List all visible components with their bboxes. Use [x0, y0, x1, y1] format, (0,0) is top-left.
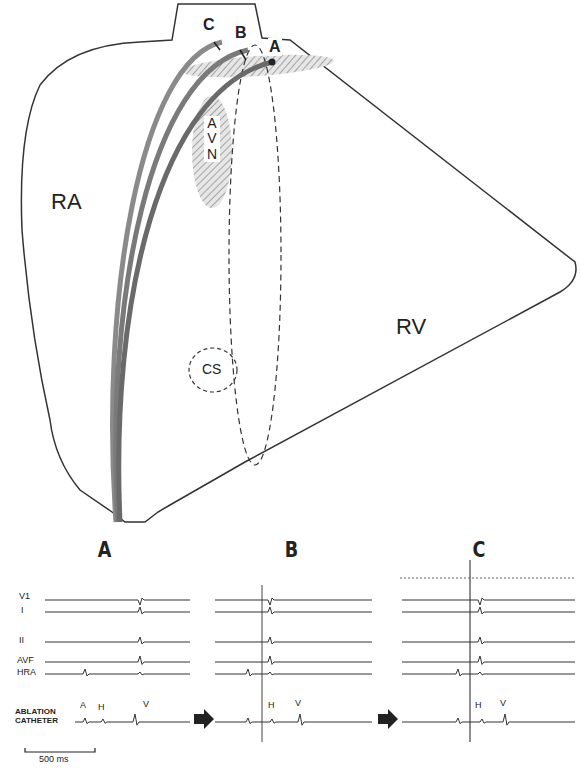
ecg-trace: [45, 669, 190, 676]
deflection-label: V: [499, 699, 507, 709]
ecg-trace: [45, 637, 190, 644]
sequence-arrow: [194, 709, 214, 729]
catheter-label: C: [202, 16, 216, 34]
deflection-label: A: [79, 701, 87, 711]
panel-heading: B: [284, 538, 299, 562]
scale-label: 500 ms: [38, 755, 70, 765]
structure-label: AVN: [204, 116, 220, 162]
deflection-label: H: [97, 703, 106, 713]
ecg-trace: [45, 607, 190, 614]
catheter-label: B: [234, 24, 248, 42]
ecg-trace: [402, 714, 575, 725]
heart-outline: [21, 4, 576, 522]
ecg-trace: [215, 607, 372, 614]
lead-name: AVF: [16, 656, 35, 666]
catheter-label: A: [268, 38, 282, 56]
chamber-label: RA: [50, 190, 83, 214]
lead-name: HRA: [16, 668, 37, 678]
panel-heading: A: [97, 538, 112, 562]
scale-bar: [25, 748, 95, 752]
structure-label: CS: [201, 362, 222, 377]
ecg-trace: [402, 669, 575, 676]
deflection-label: V: [294, 699, 302, 709]
catheter-a: [119, 62, 272, 522]
ecg-trace: [402, 656, 575, 664]
ecg-trace: [45, 656, 190, 664]
deflection-label: V: [142, 700, 150, 710]
deflection-label: H: [474, 701, 483, 711]
ecg-trace: [402, 598, 575, 605]
catheter-tip: [269, 59, 276, 66]
sequence-arrow: [378, 709, 398, 729]
ecg-trace: [215, 598, 372, 605]
ecg-trace: [215, 656, 372, 664]
ecg-trace: [402, 637, 575, 644]
deflection-label: H: [267, 701, 276, 711]
ecg-trace: [45, 598, 190, 605]
ecg-trace: [75, 714, 190, 725]
coronary-sinus: [189, 348, 237, 392]
ecg-trace: [215, 637, 372, 644]
ecg-trace: [215, 714, 372, 725]
timing-line: [262, 585, 263, 742]
lead-name: ABLATION CATHETER: [14, 708, 74, 726]
tricuspid-annulus: [229, 45, 281, 465]
catheter-tip: [214, 42, 220, 50]
ecg-trace: [402, 607, 575, 614]
lead-name: II: [18, 636, 25, 646]
chamber-label: RV: [395, 315, 427, 339]
panel-heading: C: [472, 538, 487, 562]
lead-name: I: [20, 606, 25, 616]
ecg-trace: [215, 669, 372, 676]
catheter-tip: [240, 50, 246, 60]
timing-line: [469, 560, 470, 742]
lead-name: V1: [18, 592, 31, 602]
dotted-line: [400, 578, 575, 579]
